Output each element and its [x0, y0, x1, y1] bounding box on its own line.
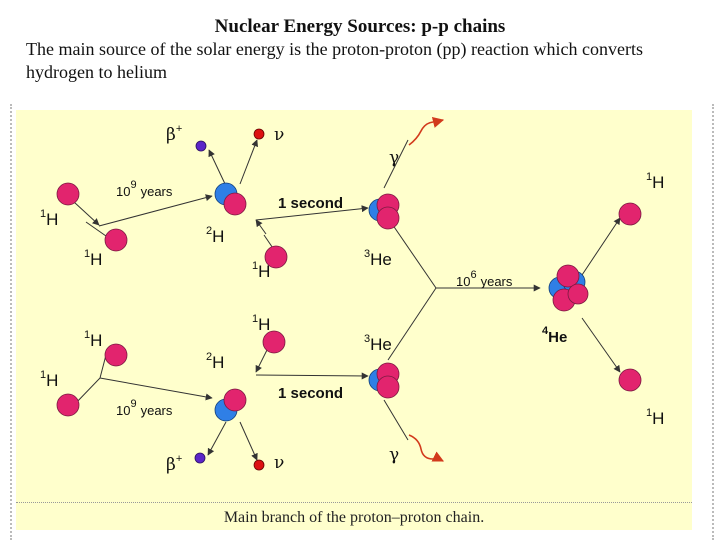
gamma-wave-top — [409, 120, 443, 145]
proton-particle — [105, 344, 127, 366]
proton-particle — [57, 394, 79, 416]
proton-particle — [105, 229, 127, 251]
intro-text: The main source of the solar energy is t… — [26, 38, 706, 84]
arrow-proton-join-bottom — [256, 348, 268, 372]
hydrogen-1-label: 1H — [84, 248, 102, 269]
neutrino-label-bottom: ν — [274, 453, 284, 473]
arrow-he3-top-to-merge — [388, 218, 436, 288]
hydrogen-1-label: 1H — [646, 407, 664, 428]
arrow-to-neutrino-bottom — [240, 422, 257, 460]
diagram-caption: Main branch of the proton–proton chain. — [16, 509, 692, 527]
arrow-p2-to-merge-top — [86, 222, 106, 236]
arrow-p1-to-merge-top — [74, 202, 99, 225]
positron-particle — [195, 453, 205, 463]
arrow-release-proton-bottom — [582, 318, 620, 372]
proton-particle — [557, 265, 579, 287]
arrow-p2-bottom — [100, 355, 106, 378]
arrow-to-neutrino-top — [240, 140, 257, 184]
beta-plus-label-bottom: β+ — [166, 453, 182, 475]
proton-particle — [619, 369, 641, 391]
deuterium-label-top: 2H — [206, 225, 224, 246]
neutrino-particle — [254, 129, 264, 139]
proton-particle — [224, 389, 246, 411]
helium-3-label-top: 3He — [364, 248, 392, 269]
arrow-to-gamma-bottom — [384, 400, 408, 440]
arrow-release-proton-top — [582, 218, 620, 275]
arrow-to-deuterium-bottom — [100, 378, 212, 398]
hydrogen-1-label: 1H — [252, 260, 270, 281]
positron-particle — [196, 141, 206, 151]
one-second-label-top: 1 second — [278, 195, 343, 212]
proton-particle — [377, 207, 399, 229]
neutrino-label-top: ν — [274, 125, 284, 145]
arrow-he3-bottom-to-merge — [388, 288, 436, 360]
beta-plus-label-top: β+ — [166, 123, 182, 145]
gamma-wave-bottom — [409, 435, 443, 461]
arrow-to-positron-bottom — [208, 422, 226, 455]
proton-particle — [263, 331, 285, 353]
proton-particle — [57, 183, 79, 205]
proton-particle — [619, 203, 641, 225]
hydrogen-1-label: 1H — [40, 369, 58, 390]
gamma-label-top: γ — [389, 148, 399, 168]
arrow-to-he3-bottom — [256, 375, 368, 376]
arrow-proton-join-top — [256, 220, 266, 234]
arrow-to-deuterium-top — [99, 196, 212, 226]
hydrogen-1-label: 1H — [84, 329, 102, 350]
diagram-title: Nuclear Energy Sources: p-p chains — [0, 16, 720, 38]
neutrino-particle — [254, 460, 264, 470]
hydrogen-1-label: 1H — [252, 313, 270, 334]
proton-particle — [377, 376, 399, 398]
arrow-to-positron-top — [209, 150, 226, 186]
proton-particle — [224, 193, 246, 215]
proton-particle — [568, 284, 588, 304]
hydrogen-1-label: 1H — [40, 208, 58, 229]
one-second-label-bottom: 1 second — [278, 385, 343, 402]
particles — [57, 129, 641, 470]
helium-3-label-bottom: 3He — [364, 333, 392, 354]
gamma-label-bottom: γ — [389, 445, 399, 465]
helium-4-label: 4He — [542, 325, 567, 346]
deuterium-label-bottom: 2H — [206, 351, 224, 372]
hydrogen-1-label: 1H — [646, 171, 664, 192]
